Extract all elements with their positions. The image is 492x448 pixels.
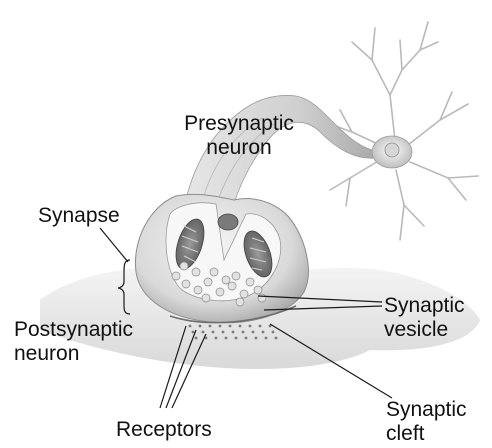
receptor-dot	[239, 325, 242, 328]
vesicle	[182, 280, 190, 288]
receptor-dot	[189, 325, 192, 328]
receptor-dot	[245, 337, 248, 340]
receptor-dot	[249, 325, 252, 328]
label-postsynaptic-line2: neuron	[14, 342, 133, 366]
vesicle	[254, 286, 262, 294]
receptor-dot	[275, 337, 278, 340]
receptor-dot	[272, 331, 275, 334]
vesicle	[222, 276, 230, 284]
receptor-dot	[199, 325, 202, 328]
receptor-dot	[232, 331, 235, 334]
label-receptors: Receptors	[116, 418, 212, 442]
receptor-dot	[229, 325, 232, 328]
label-synapse: Synapse	[38, 204, 120, 228]
receptor-dot	[212, 331, 215, 334]
vesicle	[236, 298, 244, 306]
vesicle	[172, 272, 180, 280]
receptor-dot	[192, 331, 195, 334]
receptor-dot	[195, 337, 198, 340]
vesicle	[192, 268, 200, 276]
receptor-dot	[259, 325, 262, 328]
vesicle	[180, 262, 188, 270]
receptor-dot	[202, 331, 205, 334]
receptor-dot	[235, 337, 238, 340]
vesicle	[194, 286, 202, 294]
label-postsynaptic-line1: Postsynaptic	[14, 318, 133, 342]
receptor-dot	[219, 325, 222, 328]
label-cleft-line1: Synaptic	[386, 398, 467, 422]
receptor-dot	[222, 331, 225, 334]
label-synaptic-vesicle: Synaptic vesicle	[384, 294, 465, 342]
label-presynaptic-line2: neuron	[175, 136, 303, 160]
vesicle	[240, 290, 248, 298]
receptor-dot	[209, 325, 212, 328]
receptor-dot	[265, 337, 268, 340]
vesicle	[228, 282, 236, 290]
receptor-dot	[225, 337, 228, 340]
neuron-nucleus	[385, 143, 399, 157]
synapse-leader	[100, 228, 128, 262]
label-presynaptic-line1: Presynaptic	[175, 112, 303, 136]
vesicle	[210, 268, 218, 276]
receptor-dot	[252, 331, 255, 334]
label-presynaptic-neuron: Presynaptic neuron	[175, 112, 303, 160]
receptor-dot	[255, 337, 258, 340]
receptor-dot	[215, 337, 218, 340]
vesicle	[258, 294, 266, 302]
vesicle	[216, 288, 224, 296]
receptor-dot	[262, 331, 265, 334]
label-vesicle-line1: Synaptic	[384, 294, 465, 318]
vesicle	[232, 272, 240, 280]
vesicle	[204, 278, 212, 286]
label-cleft-line2: cleft	[386, 422, 467, 446]
vesicle	[246, 278, 254, 286]
label-postsynaptic-neuron: Postsynaptic neuron	[14, 318, 133, 366]
label-vesicle-line2: vesicle	[384, 318, 465, 342]
neuron-dendrites	[330, 22, 478, 240]
vesicle	[202, 294, 210, 302]
label-synaptic-cleft: Synaptic cleft	[386, 398, 467, 446]
receptor-dot	[242, 331, 245, 334]
